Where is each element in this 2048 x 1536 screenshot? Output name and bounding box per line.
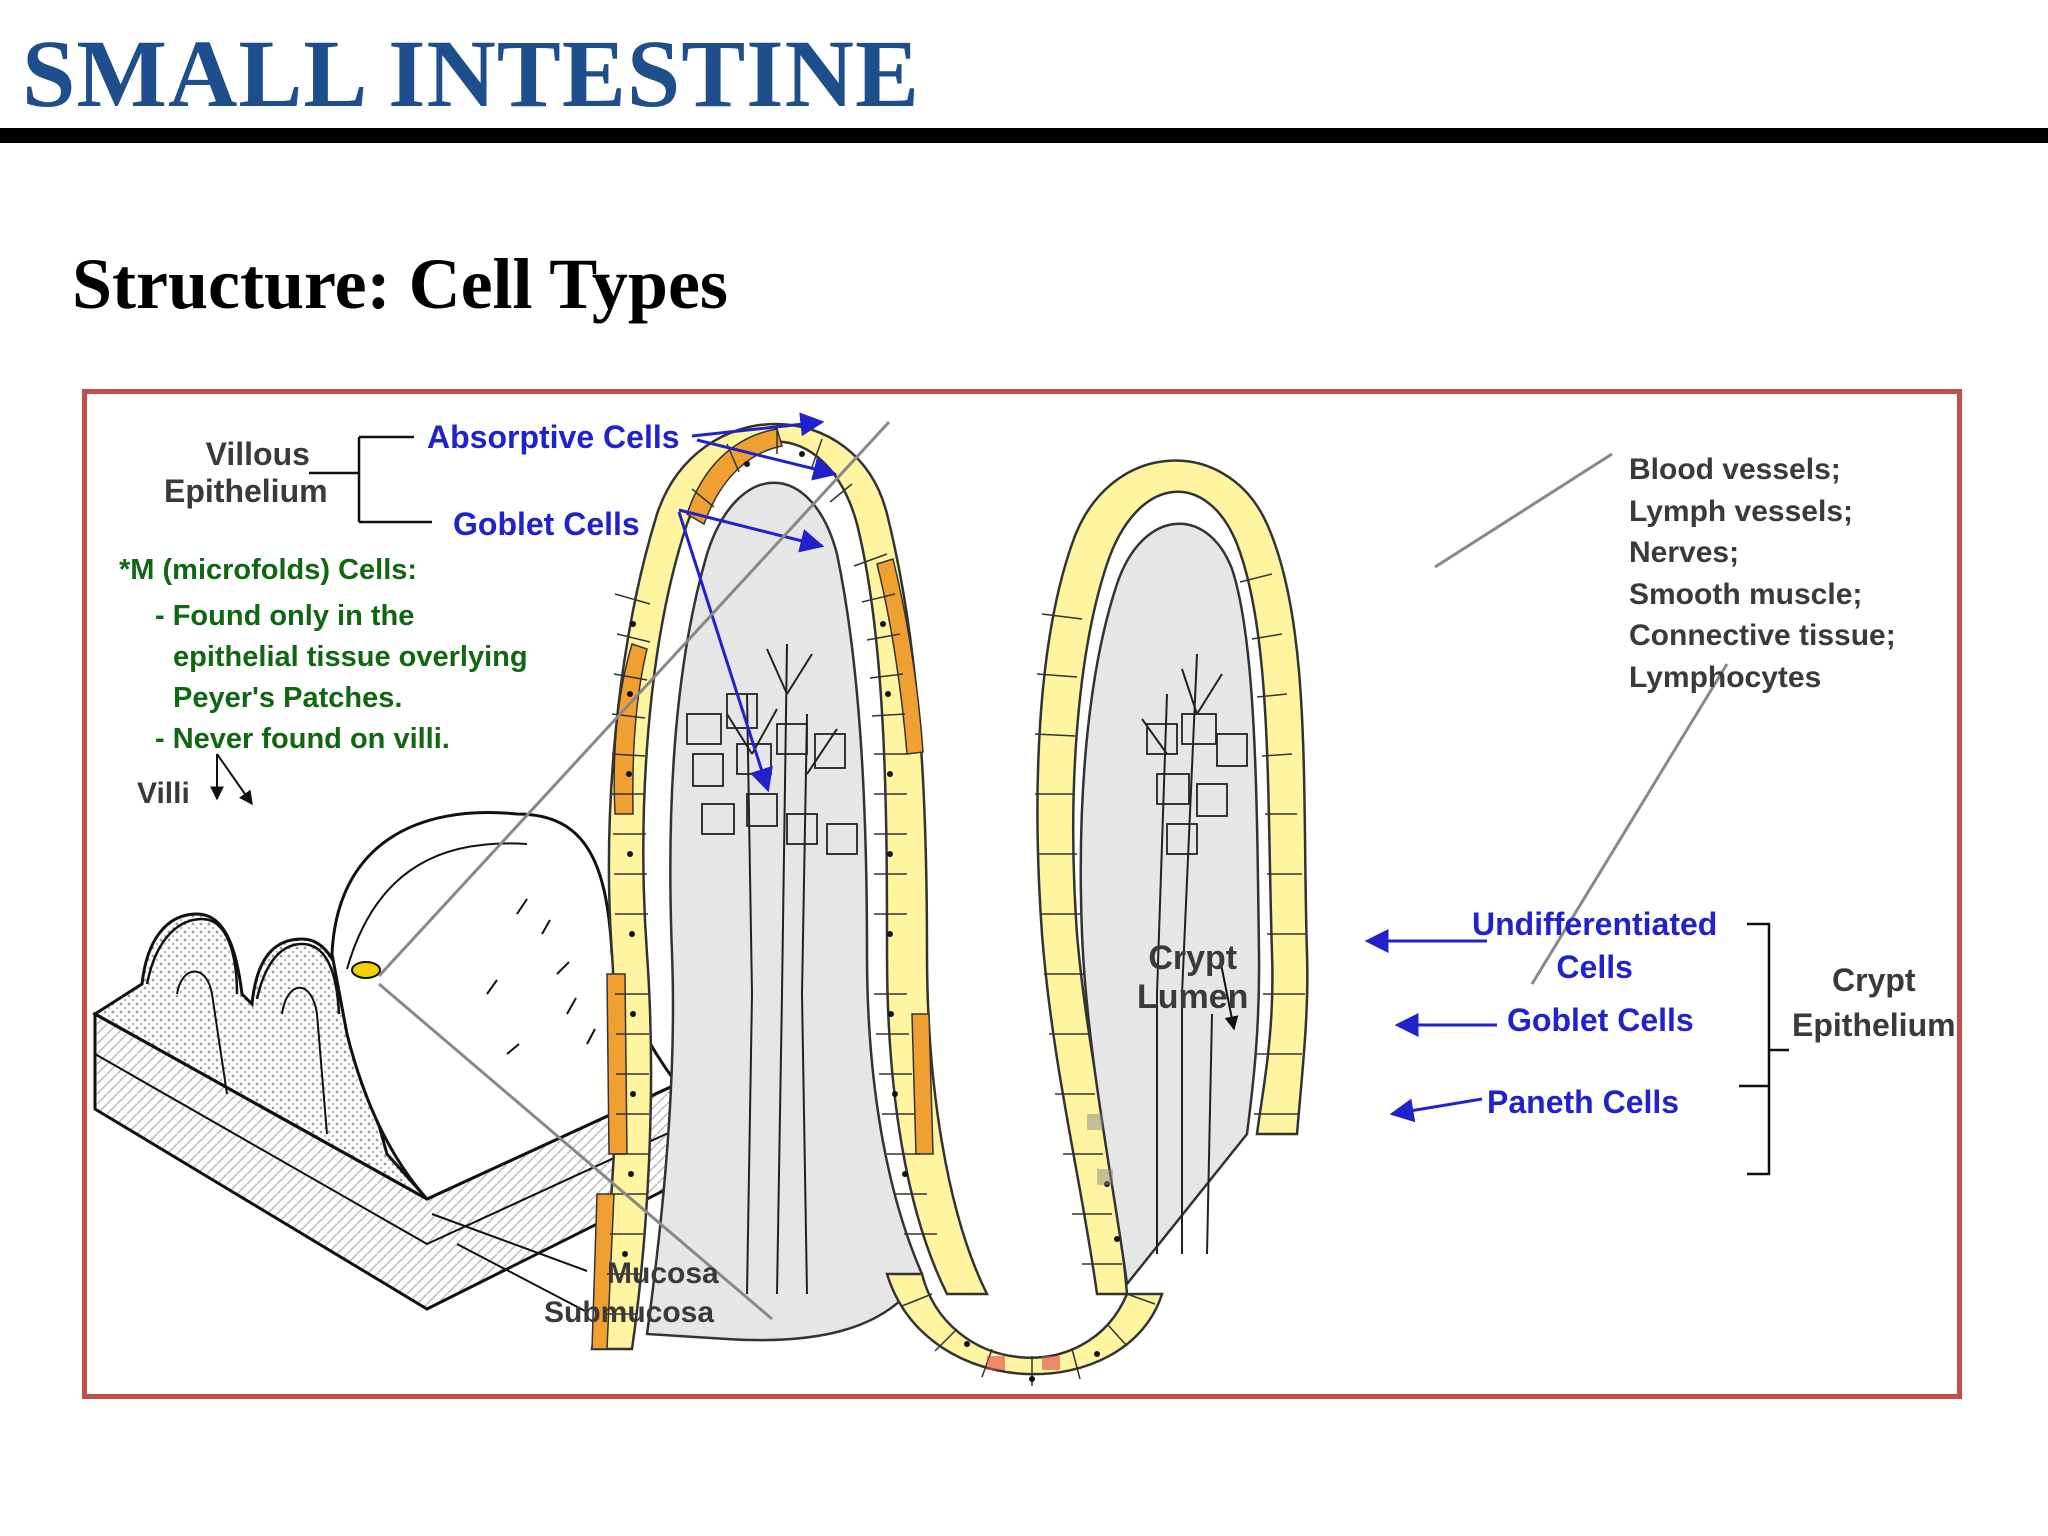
m-cells-note: epithelial tissue overlying xyxy=(173,641,528,673)
villi-label: Villi xyxy=(137,777,190,810)
m-cell-highlight xyxy=(351,961,381,979)
intestine-illustration xyxy=(92,412,1789,1386)
tissue-leaders xyxy=(210,753,1239,1313)
absorptive-cells-label: Absorptive Cells xyxy=(427,419,680,455)
core-contents-item: Nerves; xyxy=(1629,536,1740,569)
core-contents-list: Blood vessels; Lymph vessels; Nerves; Sm… xyxy=(1629,449,1896,698)
submucosa-label: Submucosa xyxy=(544,1296,715,1329)
core-contents-item: Lymph vessels; xyxy=(1629,494,1853,528)
m-cells-notes: - Found only in the epithelial tissue ov… xyxy=(155,596,528,760)
slide-title: SMALL INTESTINE xyxy=(22,20,920,127)
villous-epithelium-label: Villous Epithelium xyxy=(164,436,328,509)
tissue-block xyxy=(92,811,680,1311)
pointer-arrows xyxy=(677,412,1497,1123)
diagram-frame: Villous Epithelium Absorptive Cells Gobl… xyxy=(82,389,1962,1399)
slide-subtitle: Structure: Cell Types xyxy=(72,244,728,324)
crypt-base xyxy=(885,1272,1164,1386)
goblet-cells-villus-label: Goblet Cells xyxy=(453,506,640,542)
m-cells-note: Peyer's Patches. xyxy=(173,682,403,714)
core-contents-item: Connective tissue; xyxy=(1629,619,1896,652)
goblet-cells-crypt-label: Goblet Cells xyxy=(1507,1002,1694,1038)
mucosa-label: Mucosa xyxy=(607,1257,719,1290)
m-cells-note: - Found only in the xyxy=(155,600,415,632)
m-cells-note: - Never found on villi. xyxy=(155,723,450,755)
villous-bracket xyxy=(309,435,432,524)
core-contents-item: Lymphocytes xyxy=(1629,660,1822,694)
crypt-lumen-label: Crypt Lumen xyxy=(1137,939,1249,1017)
core-vessels xyxy=(686,643,1248,1295)
undifferentiated-cells-label: Undifferentiated Cells xyxy=(1472,906,1718,985)
paneth-cells-label: Paneth Cells xyxy=(1487,1084,1680,1120)
crypt-bracket xyxy=(1739,922,1789,1176)
m-cells-title: *M (microfolds) Cells: xyxy=(119,554,418,586)
crypt-epithelium-label: Crypt Epithelium xyxy=(1792,962,1956,1043)
core-contents-item: Blood vessels; xyxy=(1629,453,1841,486)
villus-section xyxy=(590,422,990,1351)
villus-section-right xyxy=(1034,459,1309,1296)
leader-lines xyxy=(377,420,1729,1321)
title-rule xyxy=(0,128,2048,143)
core-contents-item: Smooth muscle; xyxy=(1629,577,1863,611)
